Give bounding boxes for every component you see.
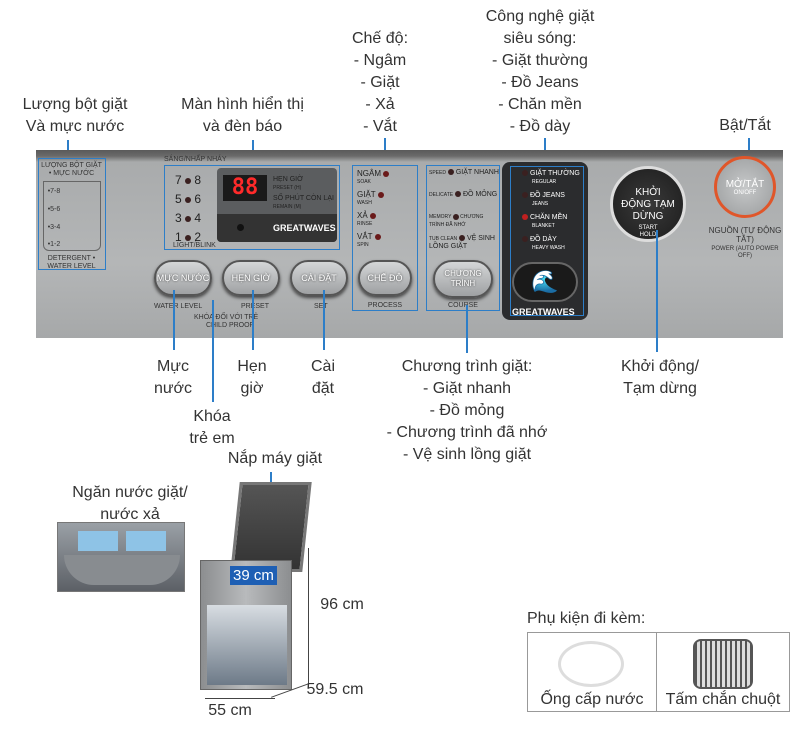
- accessories-box: Ống cấp nước Tấm chắn chuột: [527, 632, 790, 712]
- callout-drawer: Ngăn nước giặt/nước xả: [72, 484, 188, 523]
- preset-button[interactable]: HẸN GIỜ: [222, 260, 280, 296]
- callout-lid: Nắp máy giặt: [227, 450, 323, 467]
- detergent-drawer-photo: [57, 522, 185, 592]
- dimension-top: 39 cm: [230, 566, 277, 585]
- brand-logo: GREATWAVES: [273, 223, 336, 233]
- level-indicators: 7 8 5 6 3 4 1 2: [175, 173, 202, 244]
- course-button[interactable]: CHƯƠNG TRÌNH: [433, 260, 493, 298]
- dimension-width: 55 cm: [208, 702, 252, 719]
- set-button[interactable]: CÀI ĐẶT: [290, 260, 348, 296]
- callout-course: Chương trình giặt:- Giặt nhanh- Đồ mỏng-…: [386, 358, 548, 463]
- process-button[interactable]: CHẾ ĐỘ: [358, 260, 412, 296]
- accessory-hose: Ống cấp nước: [540, 691, 644, 708]
- greatwaves-button[interactable]: 🌊: [512, 262, 578, 302]
- accessories-title: Phụ kiện đi kèm:: [527, 610, 646, 627]
- water-level-button[interactable]: MỰC NƯỚC: [154, 260, 212, 296]
- detergent-guide: LƯỢNG BỘT GIẶT • MỰC NƯỚC •7-8 •5-6 •3-4…: [38, 158, 106, 270]
- water-hose-icon: [558, 641, 624, 687]
- dimension-depth: 59.5 cm: [306, 681, 364, 698]
- control-panel: LƯỢNG BỘT GIẶT • MỰC NƯỚC •7-8 •5-6 •3-4…: [36, 150, 783, 338]
- rat-guard-icon: [693, 639, 753, 689]
- callout-start: Khởi động/Tạm dừng: [620, 358, 700, 397]
- digit-display: 88: [223, 175, 267, 201]
- lid: [230, 482, 312, 572]
- start-hold-button[interactable]: KHỞI ĐỘNG TẠM DỪNG START HOLD: [610, 166, 686, 242]
- process-group: NGÂM SOAK GIẶT WASH XẢ RINSE VẮT SPIN CH…: [352, 165, 418, 311]
- callout-mode: Chế độ:- Ngâm- Giặt- Xả- Vắt: [351, 30, 409, 135]
- dimension-height: 96 cm: [320, 596, 364, 613]
- accessory-rat-guard: Tấm chắn chuột: [665, 691, 781, 708]
- course-group: SPEED GIẶT NHANH DELICATE ĐỒ MỎNG MEMORY…: [426, 165, 500, 311]
- callout-power: Bật/Tắt: [719, 117, 771, 134]
